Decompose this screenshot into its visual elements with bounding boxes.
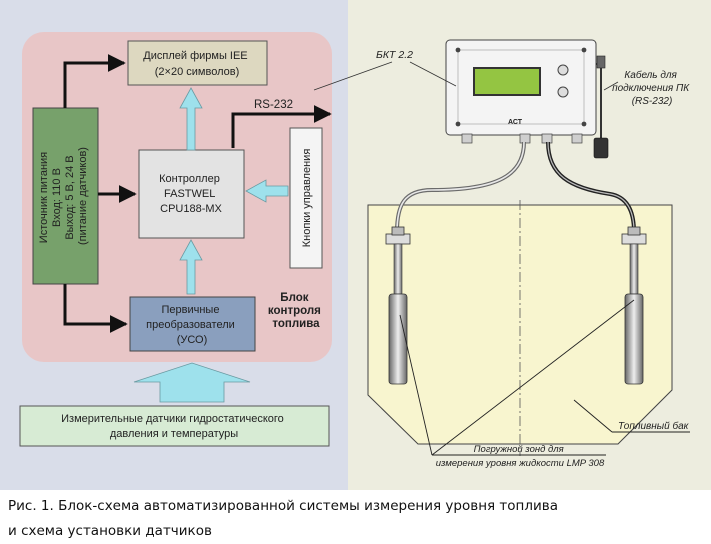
bkt-unit: АСТ xyxy=(445,39,597,144)
converters-label-3: (УСО) xyxy=(177,334,208,346)
converters-label-1: Первичные xyxy=(161,304,219,316)
svg-text:Блок контроля топлива: Блок контроля топлива xyxy=(268,292,324,330)
svg-text:Источник питания Вход: 110: Источник питания Вход: 110 В Выход: 5 В,… xyxy=(38,147,89,245)
power-to-display-line xyxy=(63,54,126,108)
sensors-box xyxy=(19,405,330,447)
power-label-3: Выход: 5 В, 24 В xyxy=(64,155,76,239)
display-label-1: Дисплей фирмы IEE xyxy=(143,50,247,62)
cable-label-pointer xyxy=(603,81,619,91)
sensors-label-2: давления и температуры xyxy=(110,428,238,440)
cable-to-right-sensor-inner xyxy=(547,141,635,233)
svg-text:Погружной зонд для измерен: Погружной зонд для измерения уровня жидк… xyxy=(436,444,605,469)
display-box xyxy=(127,40,268,86)
bkt-knob-top xyxy=(557,64,569,76)
svg-text:Дисплей фирмы IEE (2×20 си: Дисплей фирмы IEE (2×20 символов) xyxy=(143,50,250,78)
figure-canvas: Дисплей фирмы IEE (2×20 символов) Источн… xyxy=(0,0,711,490)
converters-label-2: преобразователи xyxy=(146,319,235,331)
pc-connector xyxy=(593,137,609,159)
power-label-1: Источник питания xyxy=(38,152,50,243)
bkt-brand: АСТ xyxy=(508,119,523,126)
right-sensor xyxy=(621,226,647,385)
control-buttons-box xyxy=(289,127,323,269)
svg-text:Кабель для подключения ПК: Кабель для подключения ПК (RS-232) xyxy=(612,69,692,107)
arrow-sensors-to-converters xyxy=(133,362,251,403)
bkt-label-pointer xyxy=(409,61,457,87)
power-supply-box xyxy=(32,107,99,285)
cable-label-2: подключения ПК xyxy=(612,83,690,94)
sensors-label-1: Измерительные датчики гидростатического xyxy=(61,413,284,425)
pc-connector-top xyxy=(596,55,606,69)
power-to-converters-line xyxy=(63,284,128,333)
block-label-3: топлива xyxy=(272,318,320,330)
svg-text:Первичные преобразователи: Первичные преобразователи (УСО) xyxy=(146,304,238,346)
bkt-knob-bottom xyxy=(557,86,569,98)
arrow-converters-to-controller xyxy=(179,239,203,295)
cable-label-1: Кабель для xyxy=(624,69,677,81)
block-label-1: Блок xyxy=(280,292,308,304)
fuel-tank xyxy=(367,204,673,445)
controller-box xyxy=(138,149,245,239)
caption-line-2: и схема установки датчиков xyxy=(8,523,212,539)
tank-label: Топливный бак xyxy=(618,420,690,432)
tank-label-pointer xyxy=(573,399,613,433)
figure-caption: Рис. 1. Блок-схема автоматизированной си… xyxy=(8,494,698,544)
block-label-2: контроля xyxy=(268,305,321,317)
cable-label-3: (RS-232) xyxy=(632,96,673,107)
controller-label-2: FASTWEL xyxy=(164,188,215,200)
probe-pointer-left xyxy=(399,314,433,456)
probe-label-2: измерения уровня жидкости LMP 308 xyxy=(436,458,605,469)
cable-to-left-sensor-inner xyxy=(396,141,525,233)
rs232-label: RS-232 xyxy=(254,99,293,111)
probe-pointer-right xyxy=(431,299,635,456)
controller-label-3: CPU188-MX xyxy=(160,203,222,215)
bkt-screen xyxy=(473,67,541,96)
caption-line-1: Рис. 1. Блок-схема автоматизированной си… xyxy=(8,498,559,514)
block-to-bkt-pointer xyxy=(313,61,393,91)
svg-text:Контроллер FASTWEL CPU: Контроллер FASTWEL CPU188-MX xyxy=(159,173,223,215)
power-label-4: (питание датчиков) xyxy=(77,147,89,245)
controller-rs232-line xyxy=(231,105,332,148)
arrow-buttons-to-controller xyxy=(245,179,289,203)
svg-text:Измерительные датчики гидроста: Измерительные датчики гидростатического … xyxy=(61,413,287,440)
control-buttons-label: Кнопки управления xyxy=(301,149,313,248)
display-label-2: (2×20 символов) xyxy=(155,66,239,78)
arrow-controller-to-display xyxy=(179,87,203,151)
left-sensor xyxy=(385,226,411,385)
probe-label-1: Погружной зонд для xyxy=(474,444,564,455)
power-label-2: Вход: 110 В xyxy=(51,168,63,227)
bkt-label: БКТ 2.2 xyxy=(376,49,413,61)
primary-converters-box xyxy=(129,296,256,352)
controller-label-1: Контроллер xyxy=(159,173,220,185)
